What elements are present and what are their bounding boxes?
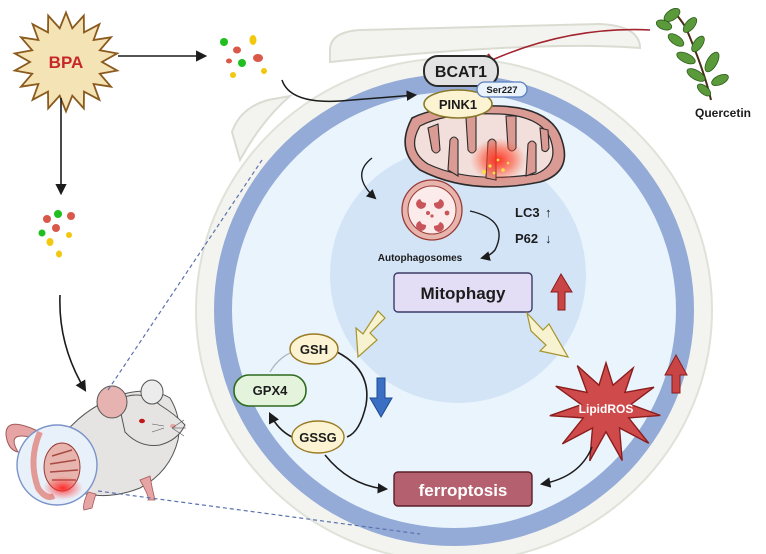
autophagosome[interactable]: Autophagosomes — [378, 179, 463, 264]
gsh-node[interactable]: GSH — [289, 333, 339, 365]
quercetin-node[interactable]: Quercetin — [655, 6, 751, 120]
mitophagy-to-gsh-block-arrow — [355, 310, 386, 359]
mitophagy-to-lipidros-block-arrow — [525, 310, 570, 358]
gsh-to-gssg-arc — [336, 351, 368, 438]
particles-to-bcat1-arrow — [281, 79, 418, 103]
quercetin-inhibits-bcat1 — [491, 28, 651, 61]
bpa-label: BPA — [49, 53, 84, 72]
lc3-indicator: LC3 ↑ — [515, 205, 552, 220]
pink1-box — [423, 89, 493, 119]
plant-sprig-icon — [655, 8, 729, 101]
ferroptosis-node[interactable]: ferroptosis — [393, 471, 533, 507]
p62-indicator: P62 ↓ — [515, 231, 552, 246]
cell-outer-bump — [230, 94, 294, 163]
autophagosomes-label: Autophagosomes — [378, 253, 463, 264]
ser227-label: Ser227 — [486, 85, 517, 96]
mitochondrion[interactable] — [404, 104, 566, 188]
mouse-whiskers — [151, 419, 186, 437]
quercetin-label: Quercetin — [695, 106, 751, 120]
ser227-box — [476, 81, 528, 98]
gssg-label: GSSG — [299, 430, 337, 445]
mitophagy-label: Mitophagy — [421, 284, 507, 303]
mouse-eye — [139, 418, 145, 424]
lipidros-label: LipidROS — [579, 402, 634, 416]
bpa-particles-mouse — [38, 210, 75, 258]
mouse-leg — [139, 475, 156, 501]
lipidros-node[interactable]: LipidROS — [549, 360, 661, 462]
bpa-starburst-icon — [12, 10, 120, 114]
p62-down-arrow-icon: ↓ — [545, 231, 552, 246]
lc3-up-arrow-icon: ↑ — [545, 205, 552, 220]
gssg-to-gpx4-arrow — [268, 411, 293, 438]
p62-label: P62 — [515, 231, 538, 246]
mitophagy-up-arrow-icon — [550, 273, 573, 311]
gssg-node[interactable]: GSSG — [291, 420, 345, 454]
bpa-particles-cell — [220, 35, 267, 78]
ferroptosis-label: ferroptosis — [419, 481, 508, 500]
mouse-nose — [170, 424, 176, 428]
mouse-tail — [5, 423, 41, 453]
lipidros-to-ferroptosis-arrow — [539, 446, 593, 488]
gsh-box — [289, 333, 339, 365]
mitophagy-box — [393, 272, 533, 313]
gssg-to-ferroptosis-arrow — [324, 454, 389, 494]
mouse-leg — [83, 491, 97, 511]
mouse-illustration[interactable] — [5, 379, 186, 511]
bcat1-box — [423, 55, 499, 87]
bpa-node[interactable]: BPA — [12, 10, 120, 114]
ser227-node[interactable]: Ser227 — [476, 81, 528, 98]
ferroptosis-box — [393, 471, 533, 507]
gsh-label: GSH — [300, 342, 328, 357]
cargo — [416, 199, 450, 232]
zoom-guide-line — [97, 490, 421, 535]
bcat1-label: BCAT1 — [435, 64, 487, 81]
mitophagy-node[interactable]: Mitophagy — [393, 272, 533, 313]
pink1-label: PINK1 — [439, 97, 477, 112]
pink1-node[interactable]: PINK1 — [423, 89, 493, 119]
mito-to-autophagosome-arrow — [361, 157, 377, 200]
gpx4-box — [233, 374, 307, 407]
gpx4-label: GPX4 — [253, 383, 288, 398]
bcat1-node[interactable]: BCAT1 — [423, 55, 499, 87]
autophagosome-to-mitophagy-arrow — [469, 210, 500, 261]
ros-sparks — [482, 158, 510, 175]
mouse-ear — [96, 385, 128, 419]
testis-callout — [16, 424, 98, 506]
gpx4-node[interactable]: GPX4 — [233, 374, 307, 407]
mouse-ear — [140, 379, 164, 405]
particles-to-mouse-arrow — [59, 294, 87, 392]
autophagosome-inner — [407, 185, 457, 235]
lipidros-starburst — [549, 360, 661, 462]
cell-outer-bump — [329, 22, 642, 64]
gssg-box — [291, 420, 345, 454]
lipidros-up-arrow-icon — [664, 353, 688, 394]
gsh-cycle-down-arrow-icon — [369, 377, 393, 418]
lc3-label: LC3 — [515, 205, 540, 220]
